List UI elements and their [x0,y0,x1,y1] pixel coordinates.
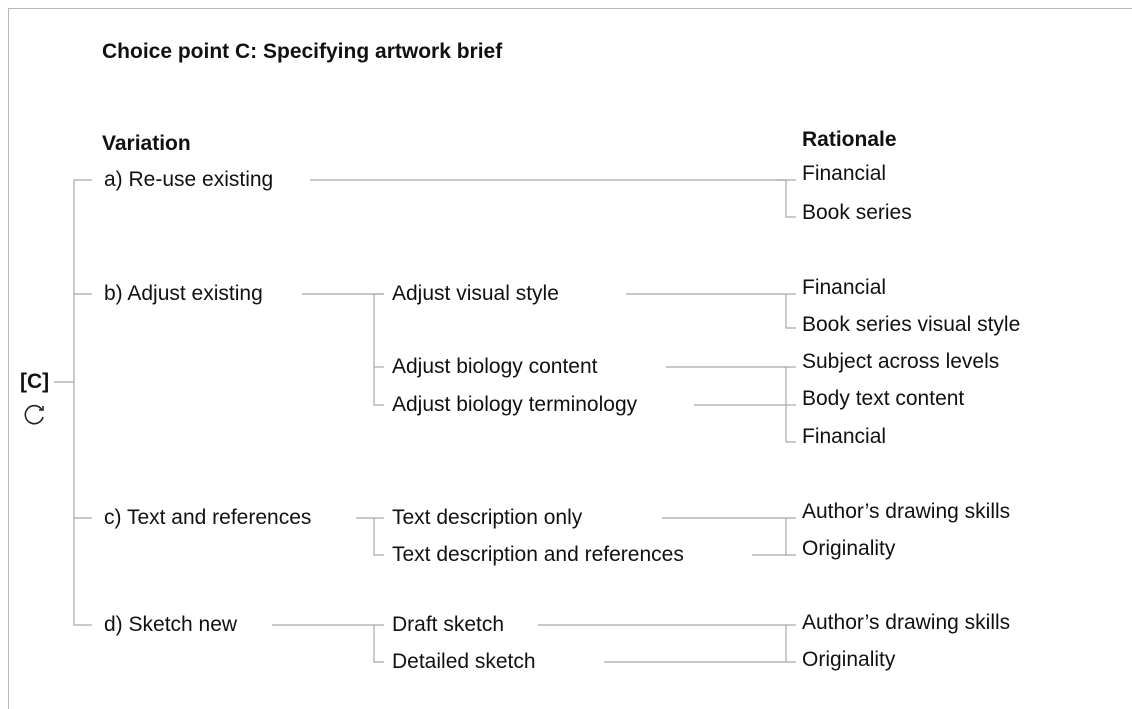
rationale-item: Author’s drawing skills [801,500,1012,524]
variation-header: Variation [102,132,191,155]
rationale-item: Author’s drawing skills [801,611,1012,635]
cycle-arrow-icon [24,404,44,425]
sub-option: Adjust biology terminology [391,393,639,417]
variation-c: c) Text and references [103,506,313,530]
sub-option: Text description and references [391,543,685,567]
rationale-item: Financial [801,276,888,300]
rationale-item: Financial [801,162,888,186]
sub-option: Text description only [391,506,584,530]
variation-a: a) Re-use existing [103,168,275,192]
rationale-item: Body text content [801,387,966,411]
rationale-item: Subject across levels [801,350,1001,374]
rationale-header: Rationale [802,128,897,151]
sub-option: Adjust visual style [391,282,560,306]
variation-d: d) Sketch new [103,613,239,637]
choice-marker: [C] [20,370,50,393]
variation-b: b) Adjust existing [103,282,264,306]
rationale-item: Book series [801,201,913,225]
diagram-title: Choice point C: Specifying artwork brief [102,40,503,63]
sub-option: Adjust biology content [391,355,599,379]
rationale-item: Originality [801,648,897,672]
rationale-item: Book series visual style [801,313,1022,337]
diagram-frame [8,8,1132,709]
sub-option: Draft sketch [391,613,506,637]
rationale-item: Financial [801,425,888,449]
rationale-item: Originality [801,537,897,561]
sub-option: Detailed sketch [391,650,537,674]
